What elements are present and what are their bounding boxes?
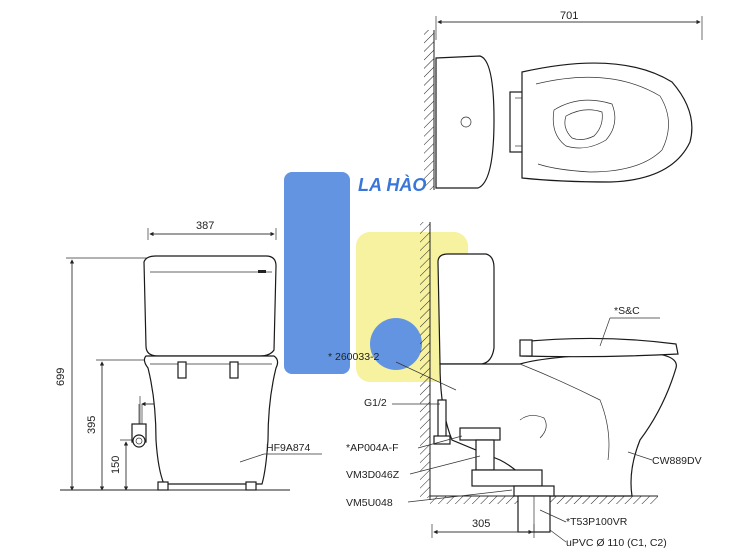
top-width-dimension: 701: [560, 10, 578, 22]
top-view-seat: [521, 62, 693, 183]
top-view-wall: [424, 30, 434, 190]
top-view-tank: [435, 55, 495, 189]
dim-305: 305: [472, 518, 490, 530]
part-g12: G1/2: [364, 397, 387, 409]
side-view: 305 *S&C * 260033-2 G1/2 *AP004A-F VM3D0…: [328, 222, 702, 549]
side-view-seat: [519, 337, 679, 358]
logo-text: LA HÀO: [358, 174, 426, 195]
side-view-tank: [437, 253, 495, 365]
front-width-dimension: 387: [196, 220, 214, 232]
front-view-bowl: [143, 355, 279, 485]
dim-395: 395: [86, 416, 98, 434]
part-260033: * 260033-2: [328, 351, 380, 363]
part-cw889: CW889DV: [652, 455, 702, 467]
top-view: 701: [424, 10, 703, 190]
part-hf9a874: HF9A874: [266, 442, 311, 454]
front-view-tank: [143, 255, 277, 357]
front-view: 387 699 395 150 200 230: [55, 220, 322, 491]
part-vm3d: VM3D046Z: [346, 469, 400, 481]
dim-150: 150: [110, 456, 122, 474]
part-t53: *T53P100VR: [566, 516, 628, 528]
front-height-dimension: 699: [55, 368, 67, 386]
part-upvc: uPVC Ø 110 (C1, C2): [566, 537, 667, 549]
part-sc: *S&C: [614, 305, 640, 317]
part-ap004: *AP004A-F: [346, 442, 399, 454]
part-vm5u: VM5U048: [346, 497, 393, 509]
